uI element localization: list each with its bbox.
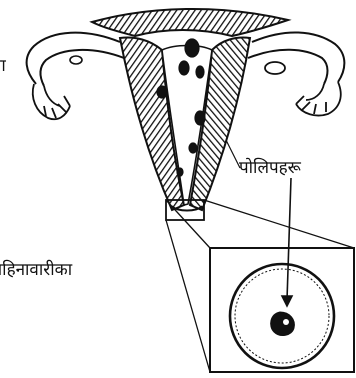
right-fimbriae: [265, 62, 341, 116]
polyp-label-leader: [226, 140, 240, 168]
left-label-partial: ना: [0, 58, 6, 75]
polyps-label: पोलिपहरू: [239, 160, 301, 177]
menstrual-label-partial: महिनावारीका: [0, 262, 72, 279]
uterus-fundus: [92, 9, 288, 36]
left-ovary: [70, 56, 82, 64]
left-fimbriae: [33, 84, 70, 119]
